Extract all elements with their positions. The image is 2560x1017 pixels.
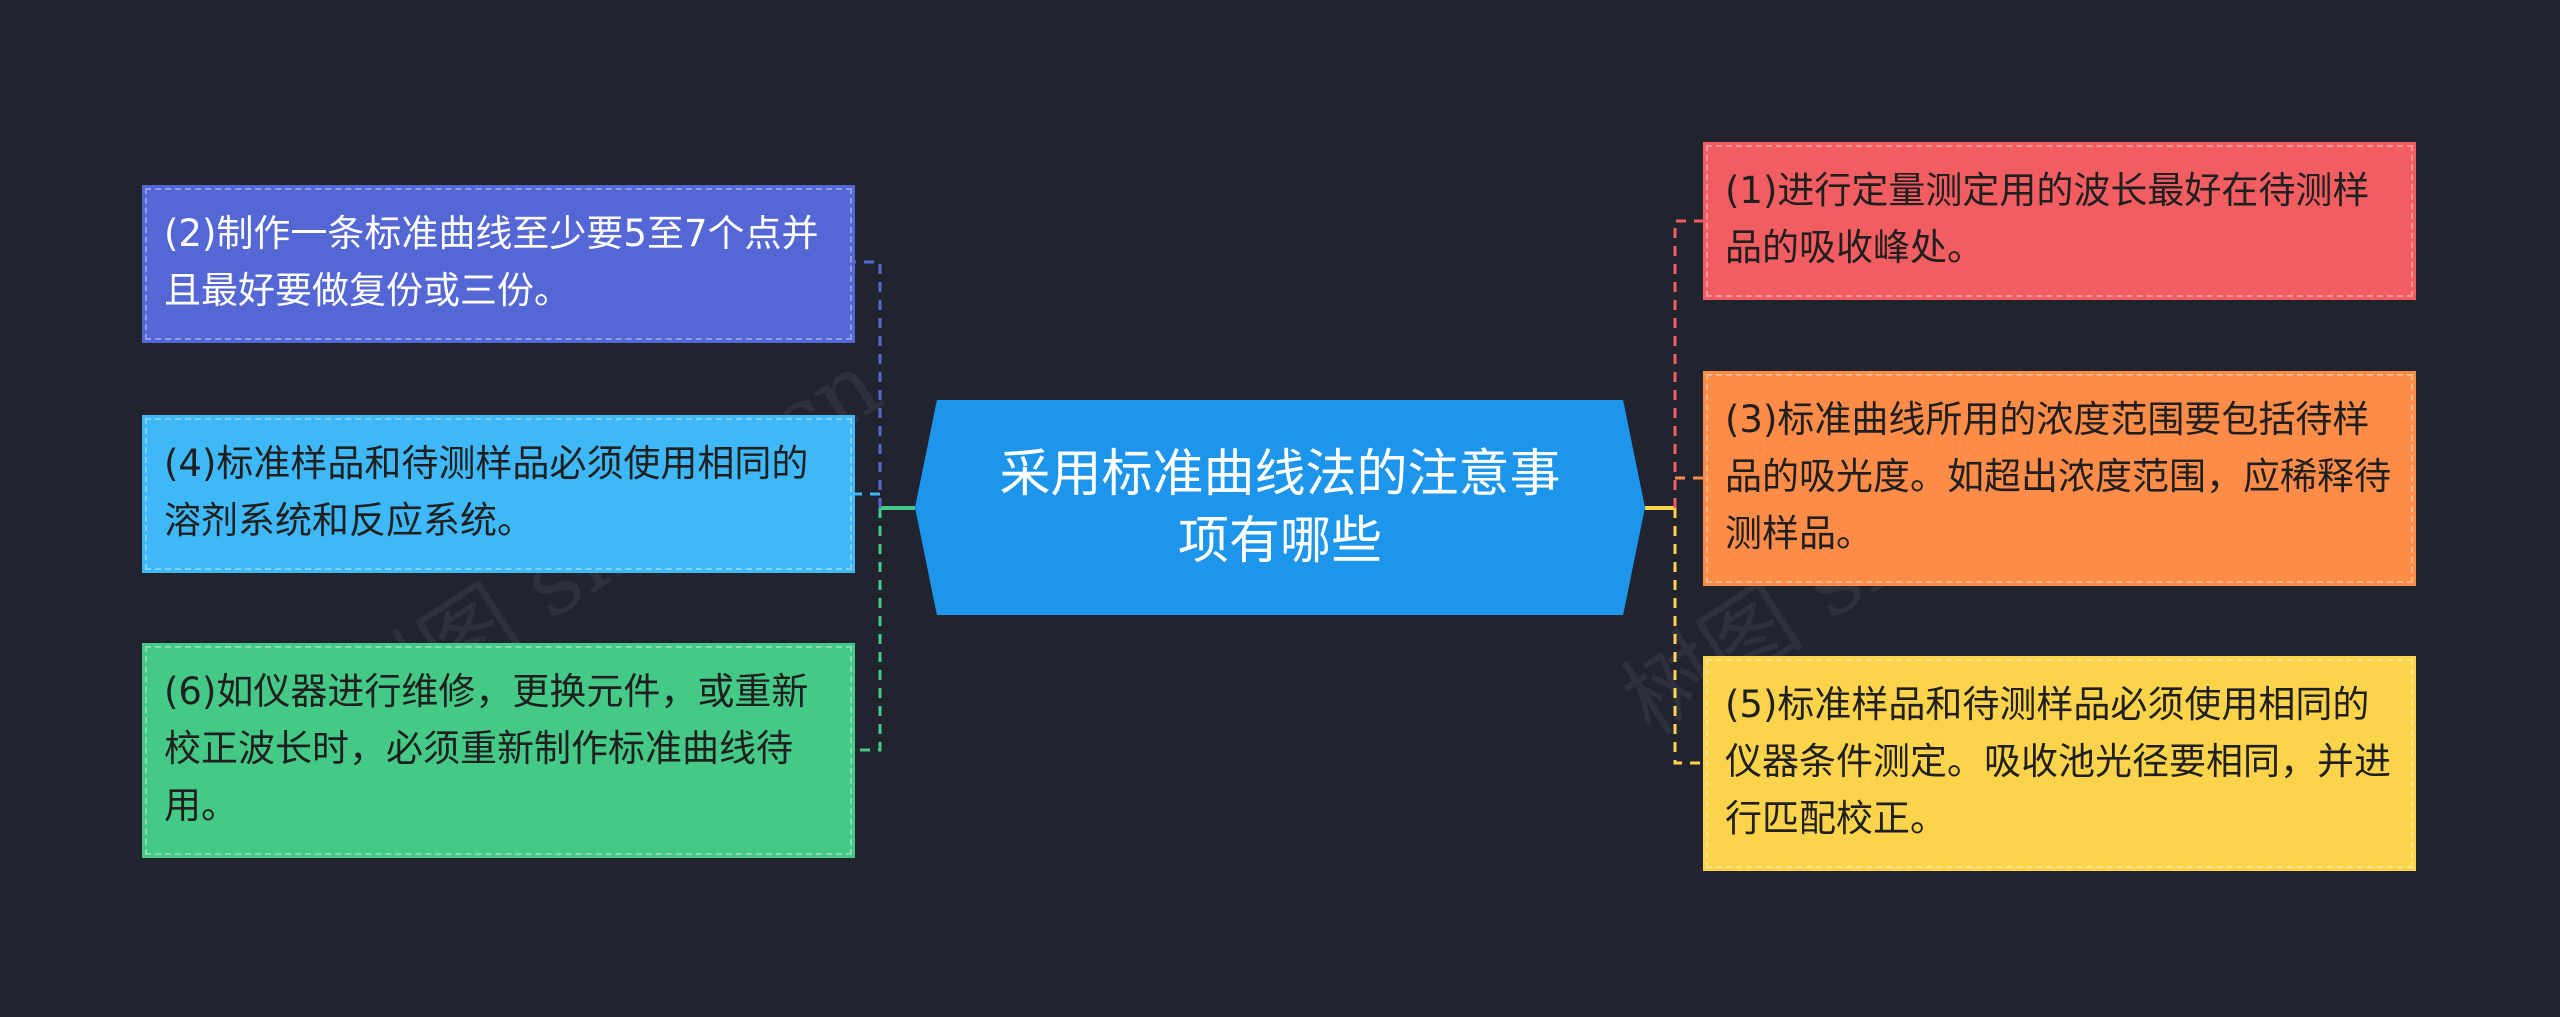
topic-node-5-label: (5)标准样品和待测样品必须使用相同的仪器条件测定。吸收池光径要相同，并进行匹配… — [1725, 683, 2391, 840]
topic-node-1-label: (1)进行定量测定用的波长最好在待测样品的吸收峰处。 — [1725, 169, 2370, 269]
central-topic[interactable]: 采用标准曲线法的注意事项有哪些 — [915, 400, 1645, 615]
topic-node-3-label: (3)标准曲线所用的浓度范围要包括待样品的吸光度。如超出浓度范围，应稀释待测样品… — [1725, 398, 2391, 555]
topic-node-4[interactable]: (4)标准样品和待测样品必须使用相同的溶剂系统和反应系统。 — [142, 415, 855, 573]
topic-node-1[interactable]: (1)进行定量测定用的波长最好在待测样品的吸收峰处。 — [1703, 142, 2416, 300]
topic-node-3[interactable]: (3)标准曲线所用的浓度范围要包括待样品的吸光度。如超出浓度范围，应稀释待测样品… — [1703, 371, 2416, 586]
topic-node-6[interactable]: (6)如仪器进行维修，更换元件，或重新校正波长时，必须重新制作标准曲线待用。 — [142, 643, 855, 858]
topic-node-6-label: (6)如仪器进行维修，更换元件，或重新校正波长时，必须重新制作标准曲线待用。 — [164, 670, 809, 827]
central-topic-label: 采用标准曲线法的注意事项有哪些 — [999, 444, 1561, 571]
topic-node-4-label: (4)标准样品和待测样品必须使用相同的溶剂系统和反应系统。 — [164, 442, 809, 542]
topic-node-2-label: (2)制作一条标准曲线至少要5至7个点并且最好要做复份或三份。 — [164, 212, 819, 312]
topic-node-2[interactable]: (2)制作一条标准曲线至少要5至7个点并且最好要做复份或三份。 — [142, 185, 855, 343]
topic-node-5[interactable]: (5)标准样品和待测样品必须使用相同的仪器条件测定。吸收池光径要相同，并进行匹配… — [1703, 656, 2416, 871]
